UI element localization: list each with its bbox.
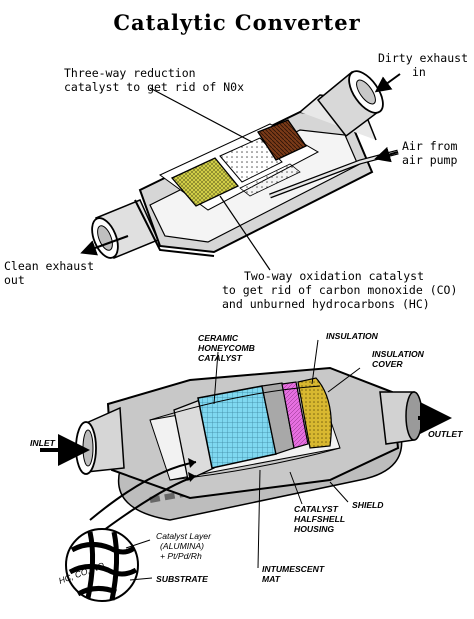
label-substrate: SUBSTRATE xyxy=(156,574,208,584)
svg-text:Three-way reduction: Three-way reduction xyxy=(64,66,196,80)
label-dirty-exhaust: Dirty exhaust in xyxy=(378,51,468,79)
svg-text:CERAMIC: CERAMIC xyxy=(198,333,239,343)
bottom-leaders xyxy=(125,339,361,581)
substrate-detail xyxy=(65,528,139,602)
label-outlet: OUTLET xyxy=(428,429,463,439)
intumescent-mat xyxy=(281,381,309,449)
label-air-pump: Air from air pump xyxy=(402,139,457,167)
svg-text:and unburned hydrocarbons (HC): and unburned hydrocarbons (HC) xyxy=(222,297,430,311)
svg-text:Two-way oxidation catalyst: Two-way oxidation catalyst xyxy=(244,269,424,283)
bottom-converter xyxy=(75,366,423,521)
two-way-leader xyxy=(219,195,271,271)
svg-text:(ALUMINA): (ALUMINA) xyxy=(160,541,204,551)
page-title: Catalytic Converter xyxy=(113,10,360,35)
svg-text:COVER: COVER xyxy=(372,359,403,369)
gas-flow-1 xyxy=(89,461,197,521)
svg-text:Air from: Air from xyxy=(402,139,457,153)
svg-text:+ Pt/Pd/Rh: + Pt/Pd/Rh xyxy=(160,551,202,561)
svg-text:catalyst to get rid of N0x: catalyst to get rid of N0x xyxy=(64,80,244,94)
reduction-catalyst-bed xyxy=(257,119,307,161)
svg-text:in: in xyxy=(412,65,426,79)
label-shield: SHIELD xyxy=(352,500,384,510)
label-inlet: INLET xyxy=(30,438,56,448)
label-ceramic: CERAMIC HONEYCOMB CATALYST xyxy=(198,333,255,363)
air-arrow xyxy=(374,146,399,163)
top-arrows xyxy=(80,73,401,271)
svg-text:air pump: air pump xyxy=(402,153,457,167)
svg-text:HALFSHELL: HALFSHELL xyxy=(294,514,345,524)
label-clean-exhaust: Clean exhaust out xyxy=(4,259,94,287)
label-intumescent: INTUMESCENT MAT xyxy=(262,564,325,584)
svg-text:to get rid of carbon monoxide: to get rid of carbon monoxide (CO) xyxy=(222,283,457,297)
svg-text:out: out xyxy=(4,273,25,287)
svg-text:Catalyst Layer: Catalyst Layer xyxy=(156,531,212,541)
svg-text:Dirty exhaust: Dirty exhaust xyxy=(378,51,468,65)
top-converter xyxy=(91,70,399,259)
oxidation-catalyst-bed xyxy=(170,157,240,207)
svg-text:CATALYST: CATALYST xyxy=(294,504,339,514)
label-insulation: INSULATION xyxy=(326,331,379,341)
svg-text:HONEYCOMB: HONEYCOMB xyxy=(198,343,255,353)
insulation-layer xyxy=(297,377,332,449)
label-halfshell: CATALYST HALFSHELL HOUSING xyxy=(294,504,345,534)
svg-text:INSULATION: INSULATION xyxy=(372,349,425,359)
dirty-in-arrow xyxy=(374,73,401,93)
label-insulation-cover: INSULATION COVER xyxy=(372,349,425,369)
clean-out-arrow xyxy=(80,235,129,256)
svg-text:HOUSING: HOUSING xyxy=(294,524,334,534)
label-catalyst-layer: Catalyst Layer (ALUMINA) + Pt/Pd/Rh xyxy=(156,531,212,561)
inlet-pipe xyxy=(316,70,384,138)
cutaway-interior xyxy=(159,119,320,211)
three-way-leader xyxy=(149,87,253,143)
gas-flow-2 xyxy=(95,475,197,537)
svg-text:CATALYST: CATALYST xyxy=(198,353,243,363)
svg-text:Clean exhaust: Clean exhaust xyxy=(4,259,94,273)
svg-text:MAT: MAT xyxy=(262,574,281,584)
svg-text:INTUMESCENT: INTUMESCENT xyxy=(262,564,325,574)
label-three-way: Three-way reduction catalyst to get rid … xyxy=(64,66,244,94)
label-two-way: Two-way oxidation catalyst to get rid of… xyxy=(222,269,457,311)
inlet-flow-arrows xyxy=(40,402,452,537)
